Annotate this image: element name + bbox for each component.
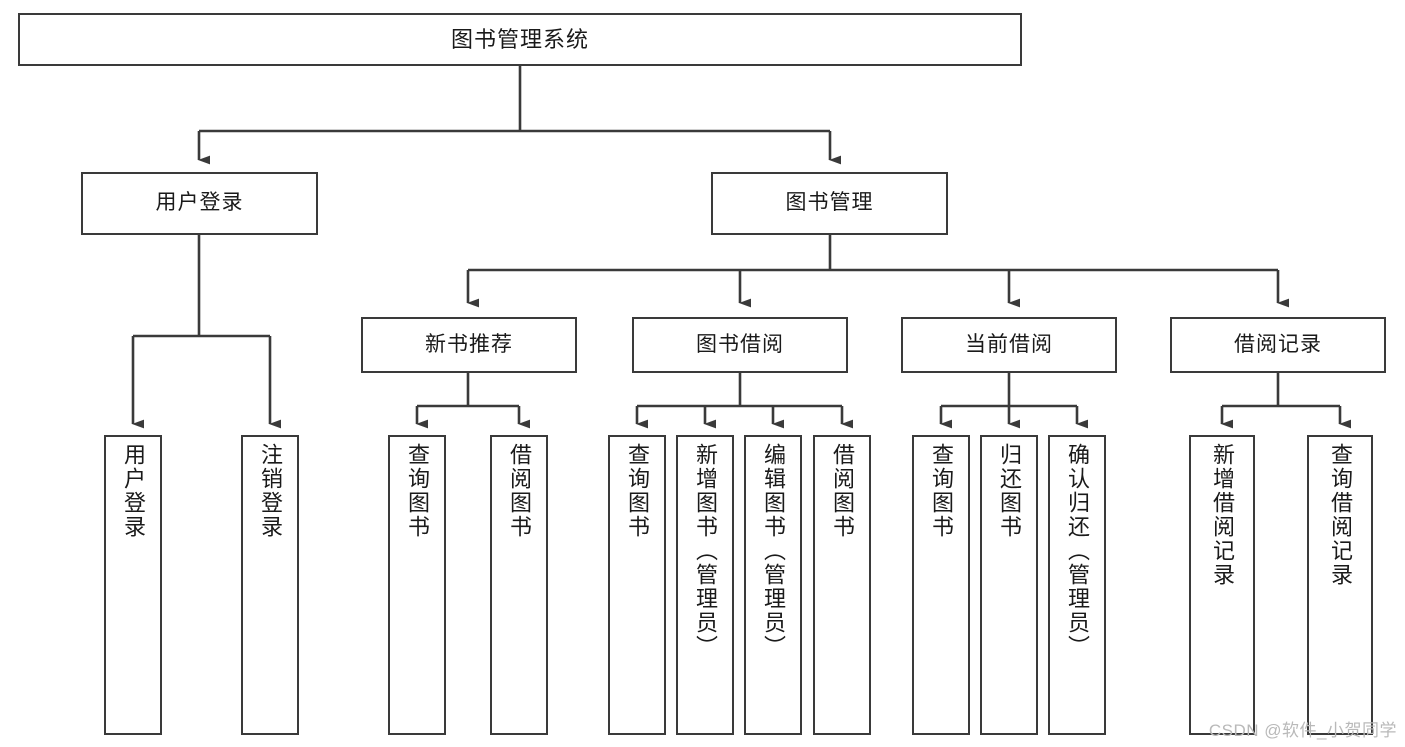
node-current-borrow-label: 当前借阅 xyxy=(965,332,1053,356)
node-leaf-return-book[interactable]: 归还图书 xyxy=(980,435,1038,735)
node-leaf-add-record[interactable]: 新增借阅记录 xyxy=(1189,435,1255,735)
node-leaf-add-book[interactable]: 新增图书（管理员） xyxy=(676,435,734,735)
node-leaf-borrow-book-1[interactable]: 借阅图书 xyxy=(490,435,548,735)
node-leaf-borrow-book-2-label: 借阅图书 xyxy=(829,443,855,539)
node-leaf-query-record[interactable]: 查询借阅记录 xyxy=(1307,435,1373,735)
node-root-label: 图书管理系统 xyxy=(450,26,589,52)
node-leaf-add-record-label: 新增借阅记录 xyxy=(1209,443,1235,587)
node-leaf-query-book-1-label: 查询图书 xyxy=(404,443,430,539)
node-borrow-record-label: 借阅记录 xyxy=(1234,332,1322,356)
node-book-borrow[interactable]: 图书借阅 xyxy=(632,317,848,373)
node-leaf-query-book-1[interactable]: 查询图书 xyxy=(388,435,446,735)
node-leaf-query-book-3[interactable]: 查询图书 xyxy=(912,435,970,735)
node-new-book-recommend-label: 新书推荐 xyxy=(425,332,513,356)
node-leaf-add-book-label: 新增图书（管理员） xyxy=(692,443,718,659)
node-borrow-record[interactable]: 借阅记录 xyxy=(1170,317,1386,373)
node-leaf-return-book-label: 归还图书 xyxy=(996,443,1022,539)
node-leaf-logout-login-label: 注销登录 xyxy=(257,443,283,539)
node-leaf-query-book-3-label: 查询图书 xyxy=(928,443,954,539)
node-leaf-borrow-book-2[interactable]: 借阅图书 xyxy=(813,435,871,735)
node-leaf-confirm-return-label: 确认归还（管理员） xyxy=(1064,443,1090,659)
node-root[interactable]: 图书管理系统 xyxy=(18,13,1022,66)
node-leaf-user-login[interactable]: 用户登录 xyxy=(104,435,162,735)
watermark: CSDN @软件_小贺同学 xyxy=(1208,721,1397,740)
node-current-borrow[interactable]: 当前借阅 xyxy=(901,317,1117,373)
node-leaf-query-record-label: 查询借阅记录 xyxy=(1327,443,1353,587)
node-user-login-label: 用户登录 xyxy=(155,191,244,215)
node-book-management-label: 图书管理 xyxy=(785,191,874,215)
node-leaf-user-login-label: 用户登录 xyxy=(120,443,146,539)
node-leaf-query-book-2[interactable]: 查询图书 xyxy=(608,435,666,735)
node-book-management[interactable]: 图书管理 xyxy=(711,172,948,235)
node-leaf-edit-book-label: 编辑图书（管理员） xyxy=(760,443,786,659)
node-book-borrow-label: 图书借阅 xyxy=(696,332,784,356)
node-leaf-borrow-book-1-label: 借阅图书 xyxy=(506,443,532,539)
node-leaf-logout-login[interactable]: 注销登录 xyxy=(241,435,299,735)
node-leaf-edit-book[interactable]: 编辑图书（管理员） xyxy=(744,435,802,735)
node-leaf-confirm-return[interactable]: 确认归还（管理员） xyxy=(1048,435,1106,735)
node-new-book-recommend[interactable]: 新书推荐 xyxy=(361,317,577,373)
node-leaf-query-book-2-label: 查询图书 xyxy=(624,443,650,539)
node-user-login[interactable]: 用户登录 xyxy=(81,172,318,235)
